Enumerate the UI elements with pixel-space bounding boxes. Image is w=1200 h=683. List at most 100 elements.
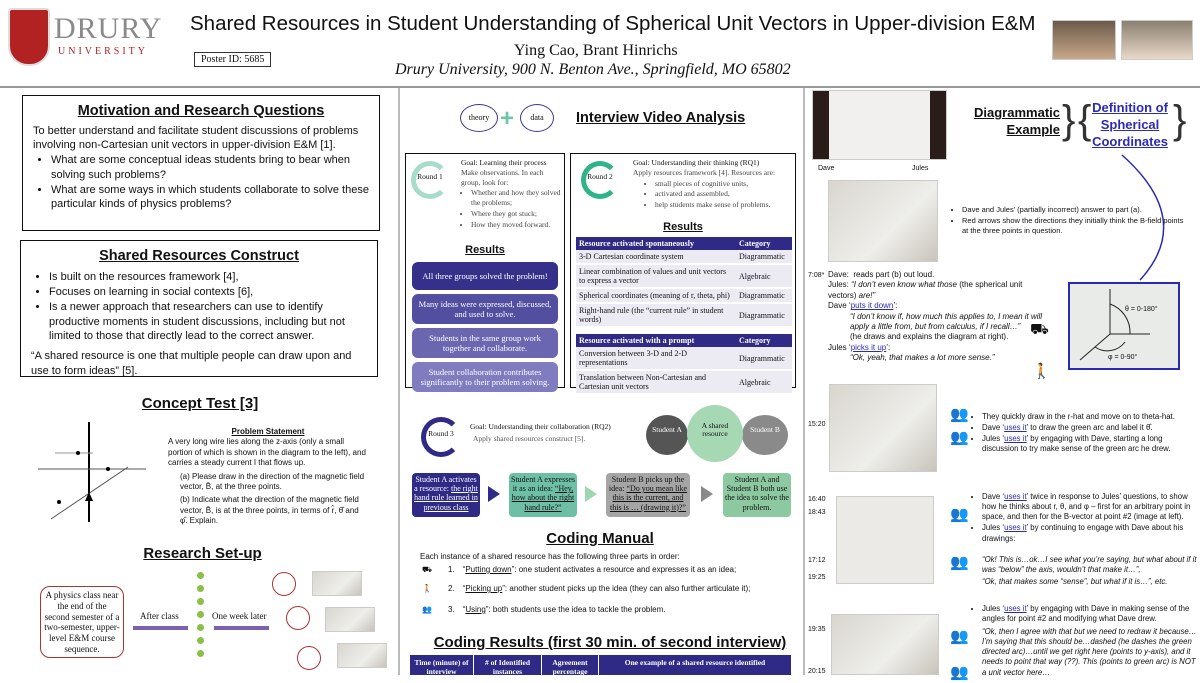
interview-photo <box>812 90 947 160</box>
picking-up-icon: 🚶 <box>1032 363 1051 380</box>
arrow-one-week <box>214 626 269 630</box>
round2-results-title: Results <box>663 221 703 233</box>
logo-sub: UNIVERSITY <box>58 46 148 57</box>
venn-label: Student B <box>750 425 780 434</box>
cell: Conversion between 3-D and 2-D represent… <box>576 347 736 371</box>
dialog-text: reads part (b) out loud. <box>853 270 935 279</box>
definition-link[interactable]: Definition of Spherical Coordinates <box>1092 100 1168 149</box>
coding-item: 👥3.“Using”: both students use the idea t… <box>422 605 666 614</box>
term: Putting down <box>465 565 512 574</box>
connector-curve <box>1121 154 1165 281</box>
item-number: 3. <box>448 605 455 614</box>
round2-item: activated and assembled, <box>655 189 795 199</box>
brace-icon: } <box>1173 98 1187 142</box>
round1-results: All three groups solved the problem! Man… <box>406 258 564 396</box>
bullet: Dave and Jules’ (partially incorrect) an… <box>962 205 1190 215</box>
group-photo <box>337 643 387 668</box>
affiliation: Drury University, 900 N. Benton Ave., Sp… <box>395 61 791 78</box>
timestamp: 19:25 <box>808 574 826 581</box>
flow-arrow <box>701 486 713 502</box>
round1-text: Goal: Learning their process Make observ… <box>461 158 563 230</box>
cell: Diagrammatic <box>736 303 792 328</box>
uses-it-link[interactable]: uses it <box>1004 434 1027 444</box>
bullet-text: Dave ‘ <box>982 423 1005 433</box>
round2-item: help students make sense of problems. <box>655 200 795 210</box>
speaker: Dave: <box>828 270 849 279</box>
theory-circle: theory <box>460 104 498 132</box>
cell: Diagrammatic <box>736 288 792 304</box>
dialog-line: Dave ‘puts it down’: <box>828 301 1043 311</box>
cell: 3-D Cartesian coordinate system <box>576 250 736 265</box>
item-number: 2. <box>448 584 455 593</box>
using-icon: 👥 <box>950 554 969 571</box>
dialog-block: Dave: reads part (b) out loud. Jules: “I… <box>828 270 1043 364</box>
bullet-text: Jules ‘ <box>982 604 1005 613</box>
round3-label: Round 3 <box>428 429 454 438</box>
round1-goal: Goal: Learning their process <box>461 158 547 167</box>
flow-underlined: “Hey, how about the right hand rule?” <box>511 484 575 512</box>
poster-id: Poster ID: 5685 <box>194 52 272 67</box>
flow-step-3: Student B picks up the idea: “Do you mea… <box>606 473 690 517</box>
quote-1935: “Ok, then I agree with that but we need … <box>982 627 1197 677</box>
picks-it-up-link[interactable]: picks it up <box>850 342 887 352</box>
using-icon: 👥 <box>950 628 969 645</box>
result-card: Students in the same group work together… <box>412 328 558 358</box>
timestamp: 15:20 <box>808 421 826 428</box>
uses-it-link[interactable]: uses it <box>1004 604 1027 613</box>
item-text: ”: another student picks up the idea (th… <box>502 584 751 593</box>
using-icon: 👥 <box>950 664 969 681</box>
picking-up-icon: 🚶 <box>422 584 432 593</box>
flow-text: Student A activates a resource: <box>414 475 477 494</box>
coding-results-header: Time (minute) of interview # of Identifi… <box>410 655 791 676</box>
coding-intro: Each instance of a shared resource has t… <box>420 552 680 561</box>
motivation-box: Motivation and Research Questions To bet… <box>22 95 380 231</box>
poster-title: Shared Resources in Student Understandin… <box>190 12 1036 35</box>
theta-label: θ = 0-180° <box>1125 306 1158 313</box>
bullet-text: They quickly draw in the r-hat and move … <box>982 412 1175 421</box>
result-card: Many ideas were expressed, discussed, an… <box>412 294 558 324</box>
flow-arrow <box>488 486 500 502</box>
putting-down-icon: ⛟ <box>1030 321 1049 338</box>
coding-item: ⛟1.“Putting down”: one student activates… <box>422 565 737 574</box>
flow-step-2: Student A expresses it as an idea: “Hey,… <box>509 473 577 517</box>
setup-title: Research Set-up <box>143 545 262 562</box>
flow-text: Student A and Student B both use the ide… <box>725 475 789 512</box>
speaker: Jules ‘ <box>828 342 851 352</box>
student-dot <box>197 637 204 644</box>
problem-text: A very long wire lies along the z-axis (… <box>168 437 366 468</box>
flow-step-1: Student A activates a resource: the righ… <box>412 473 480 517</box>
uses-it-link[interactable]: uses it <box>1004 492 1027 501</box>
bullet-text: ’ by engaging with Dave in making sense … <box>982 604 1190 624</box>
research-question: What are some ways in which students col… <box>51 183 369 212</box>
motivation-title: Motivation and Research Questions <box>77 103 325 119</box>
puts-it-down-link[interactable]: puts it down <box>850 301 894 311</box>
bullet: Dave ‘uses it’ to draw the green arc and… <box>982 423 1195 433</box>
spherical-axes <box>1079 289 1150 361</box>
interview-title: Interview Video Analysis <box>576 110 746 126</box>
round1-label: Round 1 <box>417 172 443 181</box>
table-header: Resource activated spontaneously <box>576 237 736 250</box>
dialog-line: Jules ‘picks it up’: <box>828 343 1043 353</box>
putting-down-icon: ⛟ <box>422 565 433 574</box>
cell: Diagrammatic <box>736 250 792 265</box>
brace-icon: { <box>1078 98 1092 142</box>
photo-label-dave: Dave <box>818 165 835 172</box>
cell: Algebraic <box>736 264 792 289</box>
dialog-text: (the spherical unit vectors) <box>828 280 1023 300</box>
problem-statement: Problem Statement A very long wire lies … <box>168 427 368 527</box>
speaker: Jules: <box>828 280 849 290</box>
table-row: Linear combination of values and unit ve… <box>576 264 792 289</box>
authors: Ying Cao, Brant Hinrichs <box>514 42 678 59</box>
uses-it-link[interactable]: uses it <box>1004 523 1027 533</box>
using-icon: 👥 <box>950 506 969 523</box>
table-header: One example of a shared resource identif… <box>624 658 766 667</box>
whiteboard-green-vectors <box>836 496 934 584</box>
brace-icon: } <box>1062 98 1076 142</box>
term: Picking up <box>465 584 503 593</box>
round2-goal: Goal: Understanding their thinking (RQ1) <box>633 158 760 167</box>
whiteboard-r-theta <box>829 384 937 472</box>
data-circle: data <box>520 104 554 132</box>
uses-it-link[interactable]: uses it <box>1004 423 1027 433</box>
